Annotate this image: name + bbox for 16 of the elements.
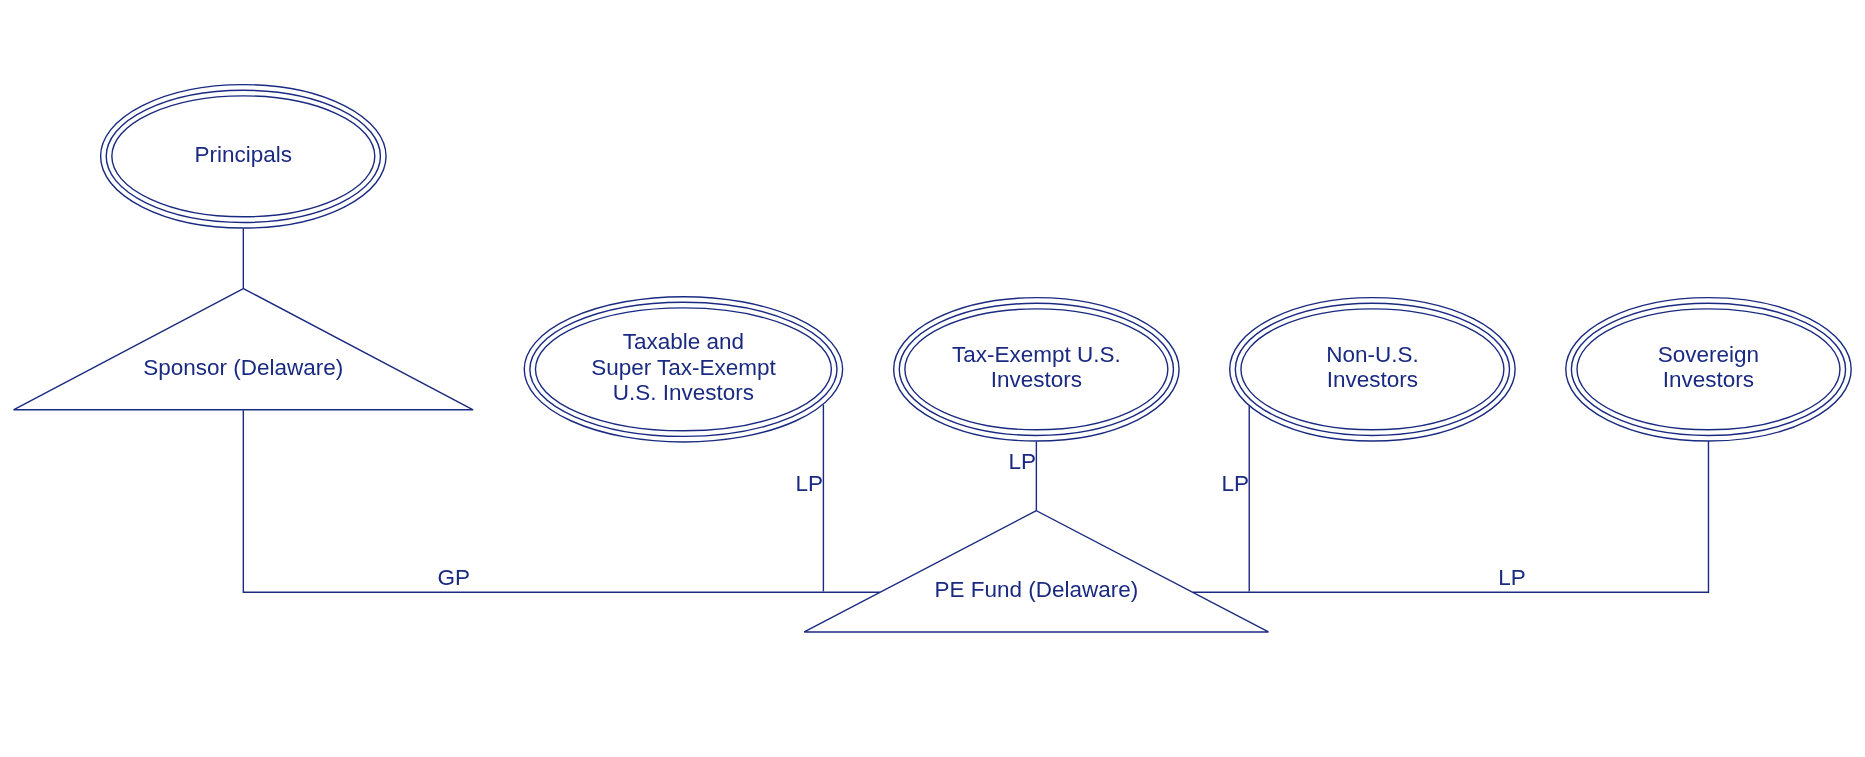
connector (242, 409, 881, 593)
node-ellipse: Tax-Exempt U.S. Investors (892, 296, 1180, 442)
node-ellipse: Principals (99, 83, 387, 229)
edge-label: LP (1498, 564, 1526, 590)
node-ellipse: Taxable and Super Tax-Exempt U.S. Investors (523, 296, 844, 443)
edge-label: GP (437, 564, 471, 590)
connector (1035, 440, 1038, 512)
connector (1248, 405, 1250, 593)
edge-label: LP (1008, 448, 1037, 474)
connector (1191, 440, 1710, 593)
edge-label: LP (795, 470, 824, 496)
connector (242, 227, 245, 289)
node-ellipse: Non-U.S. Investors (1229, 296, 1516, 442)
node-ellipse: Sovereign Investors (1565, 296, 1852, 442)
connector (822, 403, 825, 593)
edge-label: LP (1221, 471, 1249, 497)
